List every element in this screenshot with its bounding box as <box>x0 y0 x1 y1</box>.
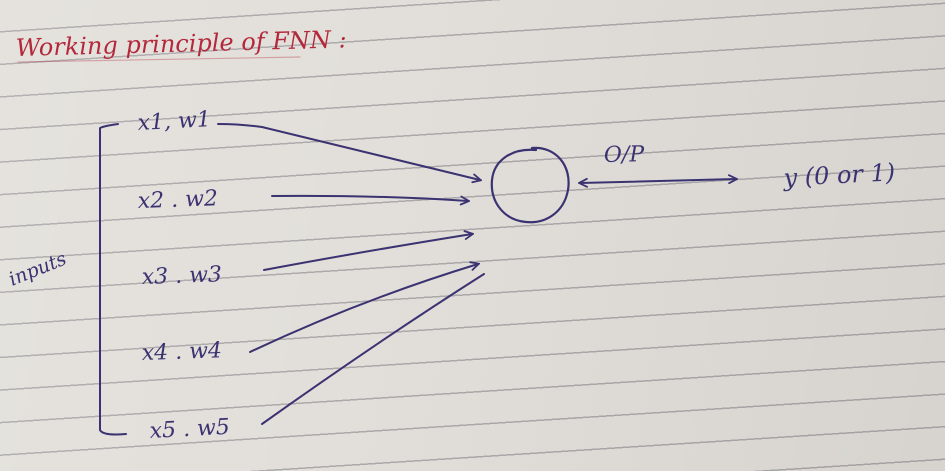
output-label: O/P <box>604 142 646 168</box>
output-arrow <box>580 179 736 183</box>
input-label-4: x4 . w4 <box>141 338 222 366</box>
input-arrow-5 <box>261 273 485 425</box>
inputs-side-label: inputs <box>6 248 70 291</box>
input-arrow-1 <box>217 123 480 180</box>
neuron-circle <box>490 146 570 224</box>
input-label-5: x5 . w5 <box>149 415 230 444</box>
input-label-1: x1, w1 <box>137 107 211 136</box>
input-arrow-3 <box>263 234 472 271</box>
input-label-3: x3 . w3 <box>141 262 222 290</box>
title-underline <box>17 56 301 63</box>
output-value: y (0 or 1) <box>782 158 896 192</box>
input-arrow-2 <box>271 194 468 201</box>
input-arrow-4 <box>249 264 478 353</box>
inputs-bracket <box>99 123 127 436</box>
input-label-2: x2 . w2 <box>137 186 218 214</box>
